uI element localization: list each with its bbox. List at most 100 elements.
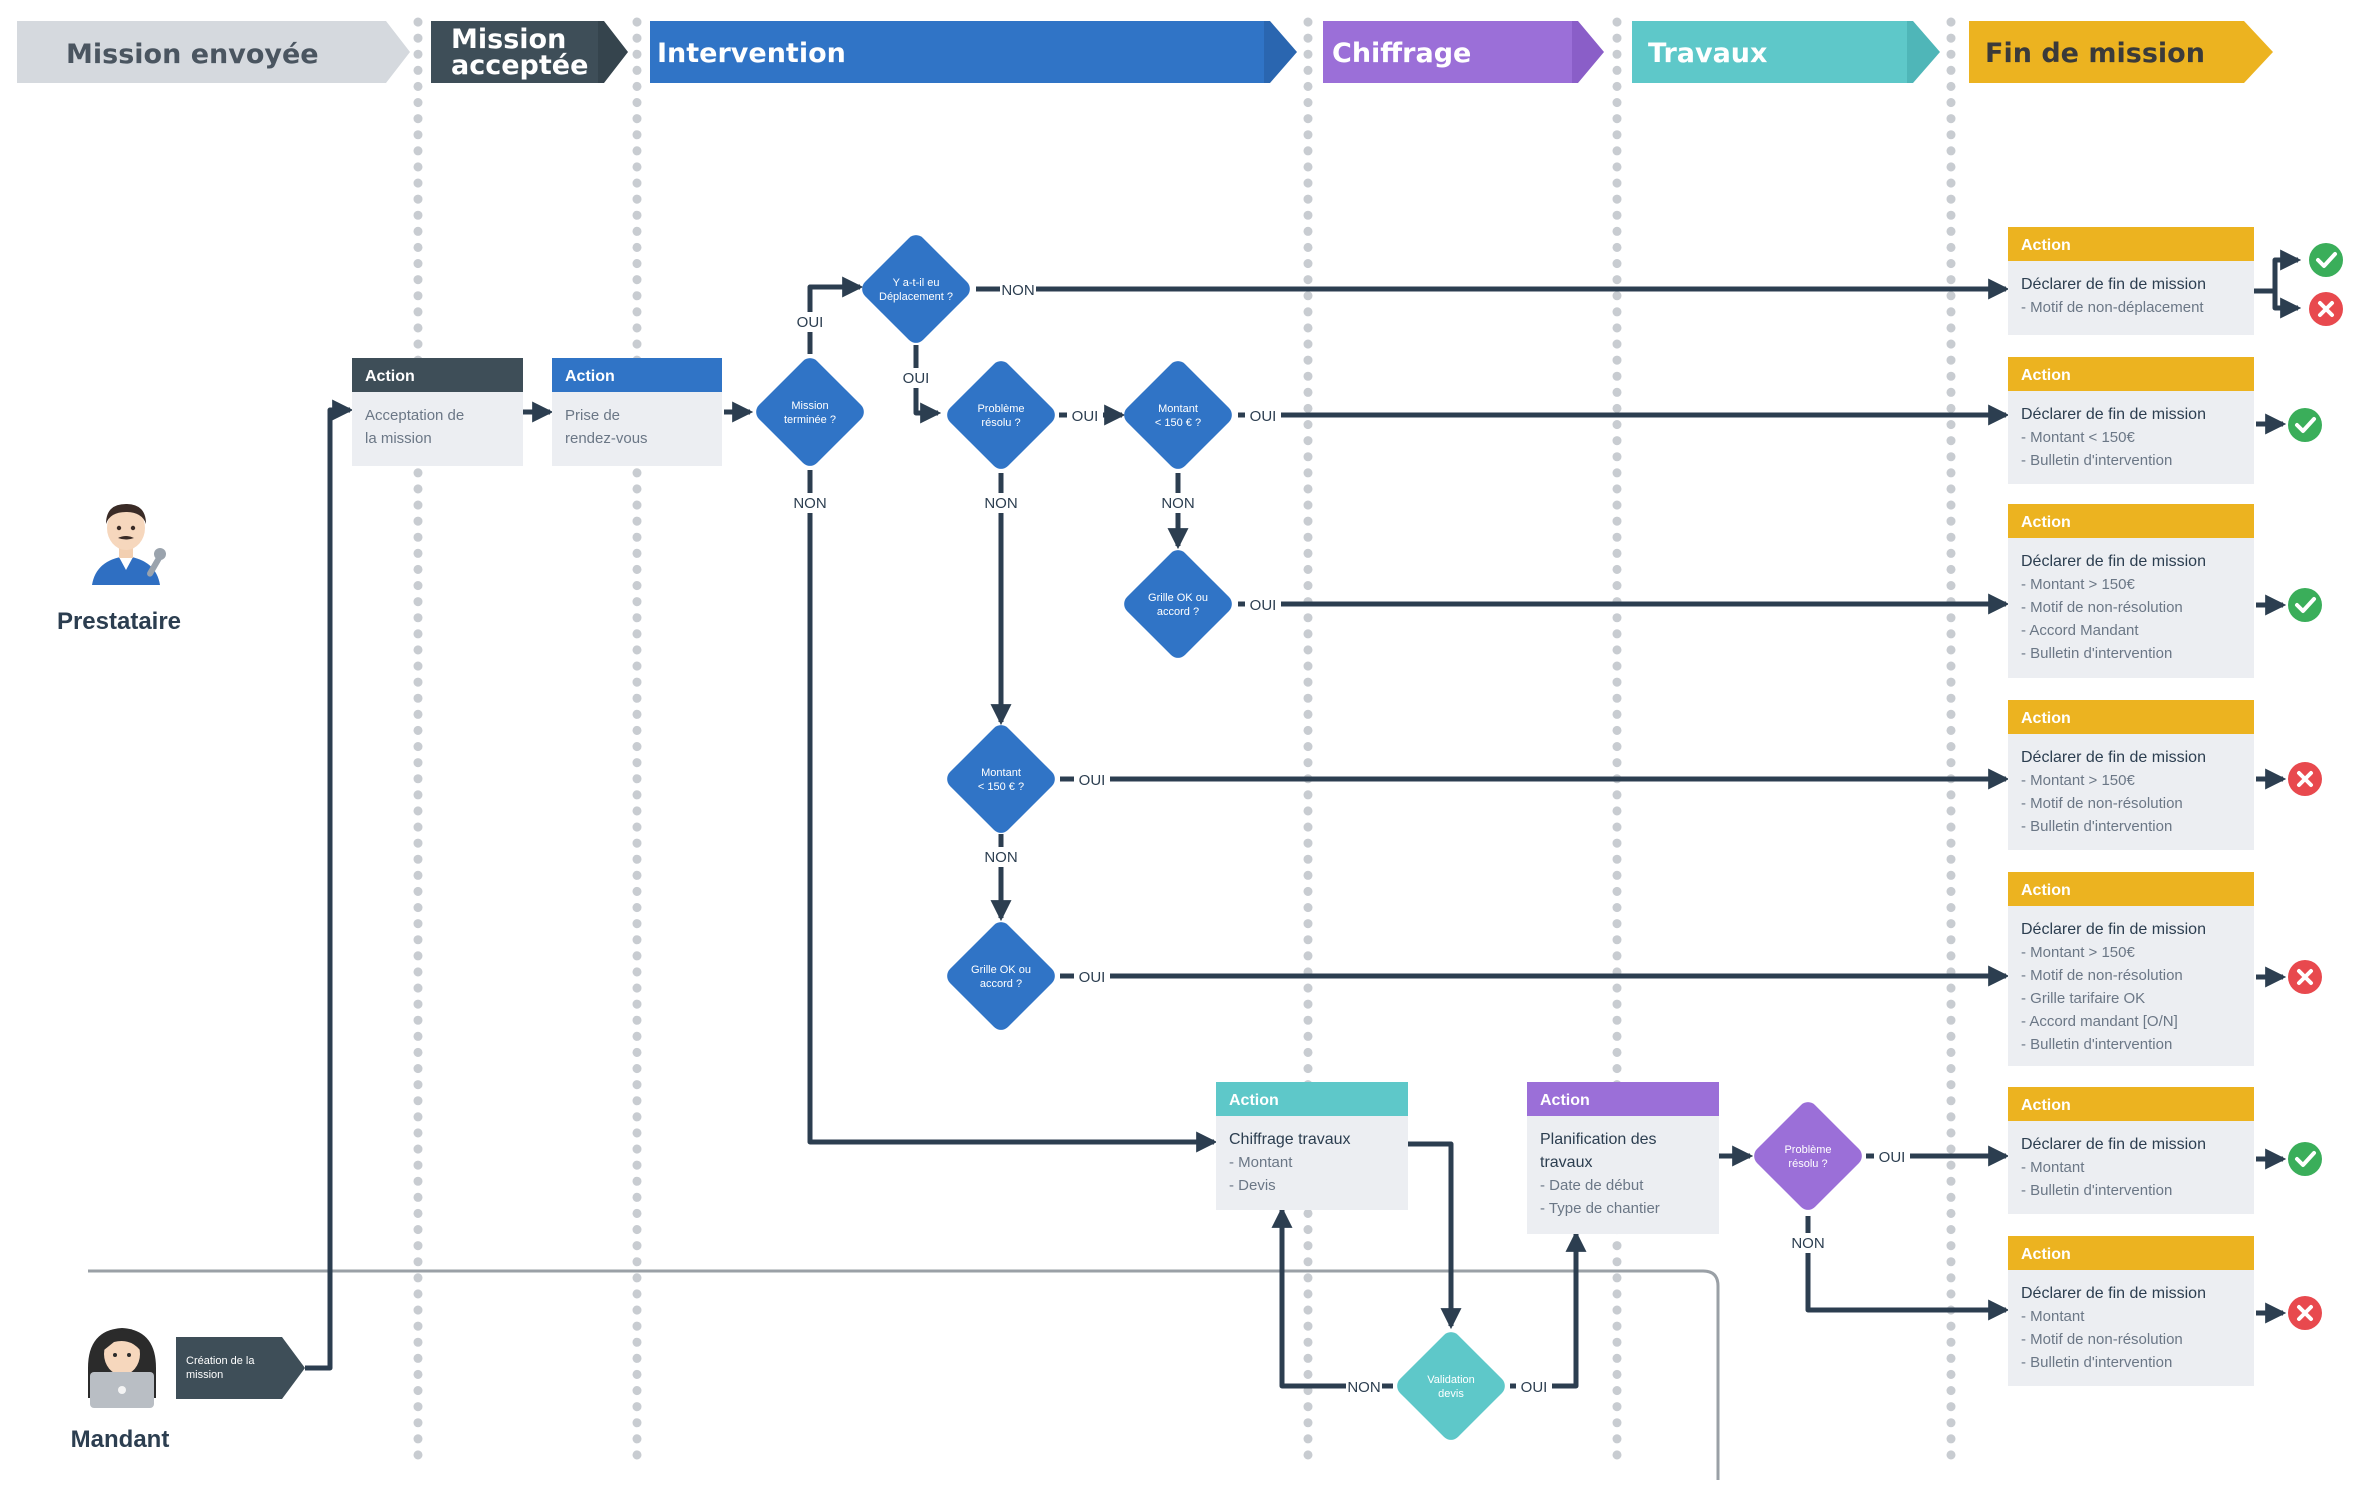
edge-label-oui: OUI [1250,597,1277,614]
edge-label-non: NON [984,849,1017,866]
action-box-title: Déclarer de fin de mission [2021,1285,2206,1302]
edge-label-non: NON [793,495,826,512]
action-box-title: Déclarer de fin de mission [2021,406,2206,423]
check-circle-icon [2288,408,2322,442]
action-box-title: Déclarer de fin de mission [2021,276,2206,293]
action-box-item: - Montant [2021,1159,2085,1176]
action-box-header-label: Action [365,368,415,385]
edge-label-oui: OUI [903,370,930,387]
creation-mission-tag [176,1337,305,1399]
action-box-header [352,358,523,392]
action-box-header [2008,227,2254,261]
cross-circle-icon [2288,762,2322,796]
action-box-title: travaux [1540,1154,1592,1171]
action-box-header-label: Action [2021,710,2071,727]
action-box-header-label: Action [1540,1092,1590,1109]
action-box-item: - Montant > 150€ [2021,944,2135,961]
decision-diamond-shape [862,235,970,343]
phase-label-intervention: Intervention [657,38,846,69]
action-box-item: - Motif de non-déplacement [2021,299,2204,316]
action-box-item: - Accord mandant [O/N] [2021,1013,2178,1030]
edge-label-non: NON [1001,282,1034,299]
phase-chevron-fin-de-mission [1969,21,2273,83]
action-box-title: Déclarer de fin de mission [2021,921,2206,938]
action-box-item: - Grille tarifaire OK [2021,990,2145,1007]
check-circle-icon [2288,1142,2322,1176]
edge-label-oui: OUI [1879,1149,1906,1166]
action-box-item: - Bulletin d'intervention [2021,1354,2172,1371]
action-box-header [552,358,722,392]
swimlane-divider [88,1269,1720,1480]
edge-label-non: NON [1791,1235,1824,1252]
action-box-header-label: Action [2021,514,2071,531]
action-box-item: - Date de début [1540,1177,1644,1194]
action-box-item: - Bulletin d'intervention [2021,1036,2172,1053]
action-box-text: Prise de [565,407,620,424]
actor-prestataire: Prestataire [57,504,181,635]
action-box-header [2008,700,2254,734]
action-box-item: - Montant [1229,1154,1293,1171]
cross-circle-icon [2309,292,2343,326]
decision-label: Montant< 150 € ? [978,767,1024,793]
decision-diamond-shape [1124,361,1232,469]
phase-label-travaux: Travaux [1648,38,1767,69]
laptop-user-avatar-icon [88,1328,156,1408]
action-box-header-label: Action [2021,882,2071,899]
action-box-header-label: Action [1229,1092,1279,1109]
phase-chevron-mission-acceptee [431,21,624,83]
edge-label-oui: OUI [1079,772,1106,789]
phase-label-chiffrage: Chiffrage [1332,38,1471,69]
action-box-header-label: Action [2021,367,2071,384]
edge-label-oui: OUI [1079,969,1106,986]
action-box-item: - Bulletin d'intervention [2021,452,2172,469]
action-box-item: - Bulletin d'intervention [2021,818,2172,835]
action-box-item: - Motif de non-résolution [2021,795,2183,812]
action-box-text: Acceptation de [365,407,464,424]
phase-chevron-chiffrage [1323,21,1600,83]
decision-diamond-shape [1397,1332,1505,1440]
cross-circle-icon [2288,1296,2322,1330]
action-box-item: - Devis [1229,1177,1276,1194]
action-box-text: rendez-vous [565,430,648,447]
action-box-item: - Motif de non-résolution [2021,967,2183,984]
edge-label-oui: OUI [1250,408,1277,425]
decision-montant-150-b: Montant< 150 € ? [947,725,1055,833]
connectors [305,249,2302,1389]
action-box-title: Déclarer de fin de mission [2021,553,2206,570]
decision-diamond-shape [1124,550,1232,658]
decision-diamond-shape [947,922,1055,1030]
action-box-item: - Montant < 150€ [2021,429,2135,446]
action-box-header [2008,504,2254,538]
action-box-header-label: Action [2021,1097,2071,1114]
action-box-header [2008,1087,2254,1121]
action-box-item: - Montant > 150€ [2021,772,2135,789]
outcome-icons [2288,243,2343,1330]
action-box-title: Chiffrage travaux [1229,1131,1351,1148]
actor-name-mandant: Mandant [71,1426,170,1453]
actor-mandant: Mandant [71,1328,170,1453]
edge-label-oui: OUI [1521,1379,1548,1396]
phase-chevron-mission-envoyee [17,21,410,83]
phase-label-fin-de-mission: Fin de mission [1985,38,2205,69]
action-box-header [1527,1082,1719,1116]
phase-chevron-intervention [650,21,1293,83]
